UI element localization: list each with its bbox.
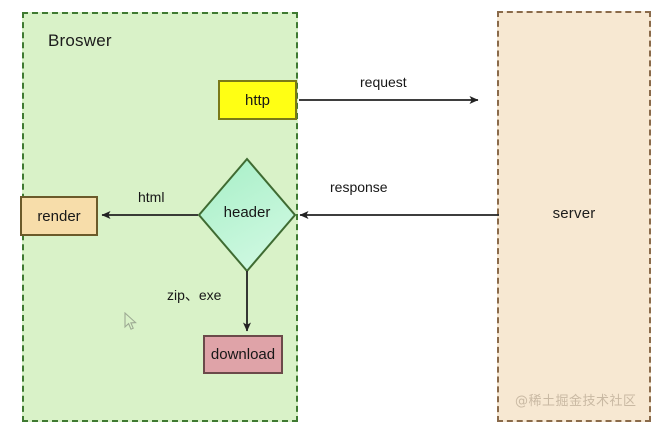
node-download-label: download [210, 346, 276, 363]
watermark-text: @稀土掘金技术社区 [515, 394, 637, 409]
edge-label-request: request [360, 74, 407, 90]
node-header[interactable]: header [198, 158, 296, 272]
node-render-label: render [37, 207, 81, 225]
mouse-cursor-icon [124, 312, 137, 330]
edge-label-response: response [330, 179, 388, 195]
node-header-label: header [223, 204, 271, 221]
server-container [497, 11, 651, 422]
edge-label-zip-exe: zip、exe [167, 287, 222, 303]
node-http-label: http [244, 91, 271, 109]
server-node-label: server [552, 205, 596, 222]
node-download[interactable]: download [203, 335, 283, 374]
edge-label-html: html [138, 189, 165, 205]
node-render[interactable]: render [20, 196, 98, 236]
node-http[interactable]: http [218, 80, 297, 120]
browser-title-label: Broswer [48, 31, 112, 50]
